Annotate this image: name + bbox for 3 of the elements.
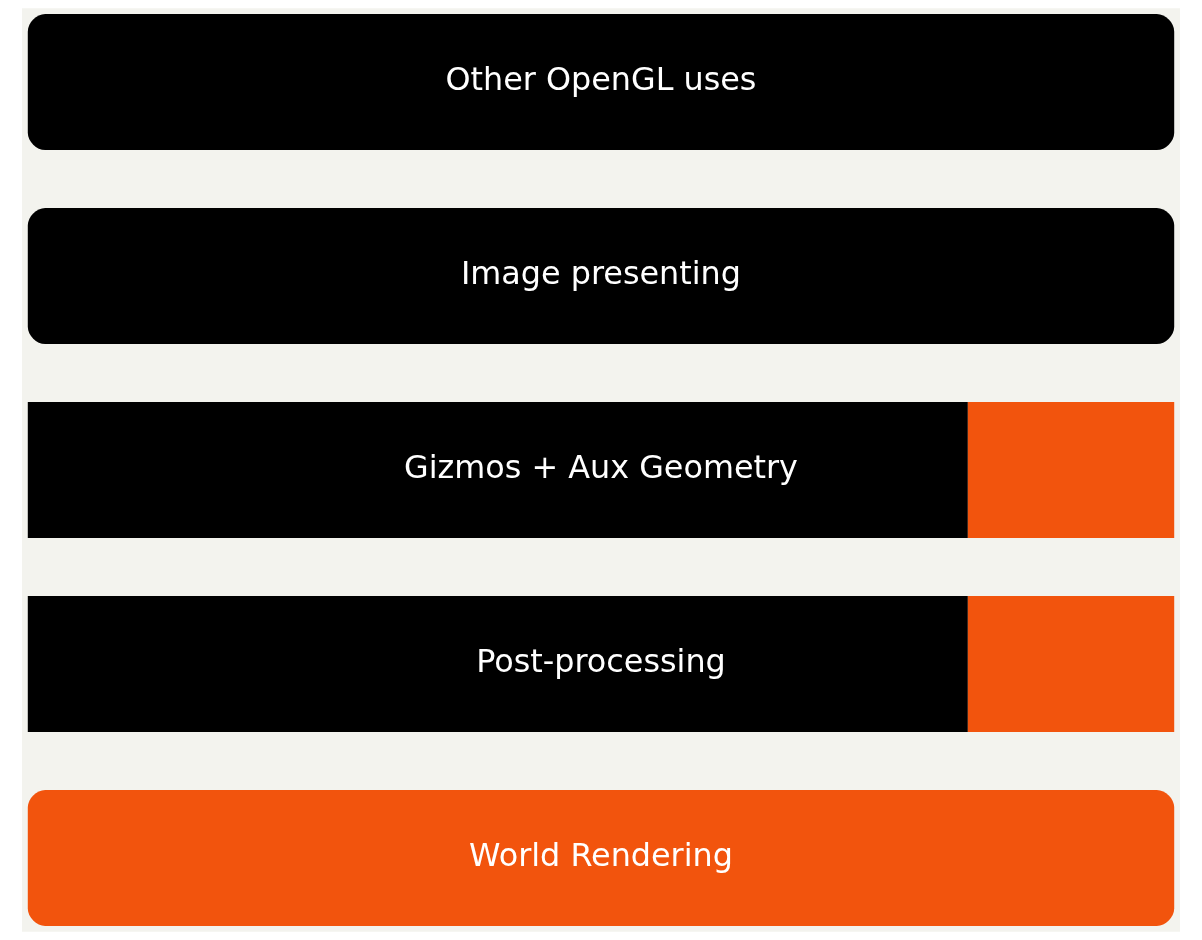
- node-box: Image presenting: [27, 208, 1175, 345]
- node-box: Other OpenGL uses: [27, 14, 1175, 151]
- node-box: World Rendering: [27, 789, 1175, 926]
